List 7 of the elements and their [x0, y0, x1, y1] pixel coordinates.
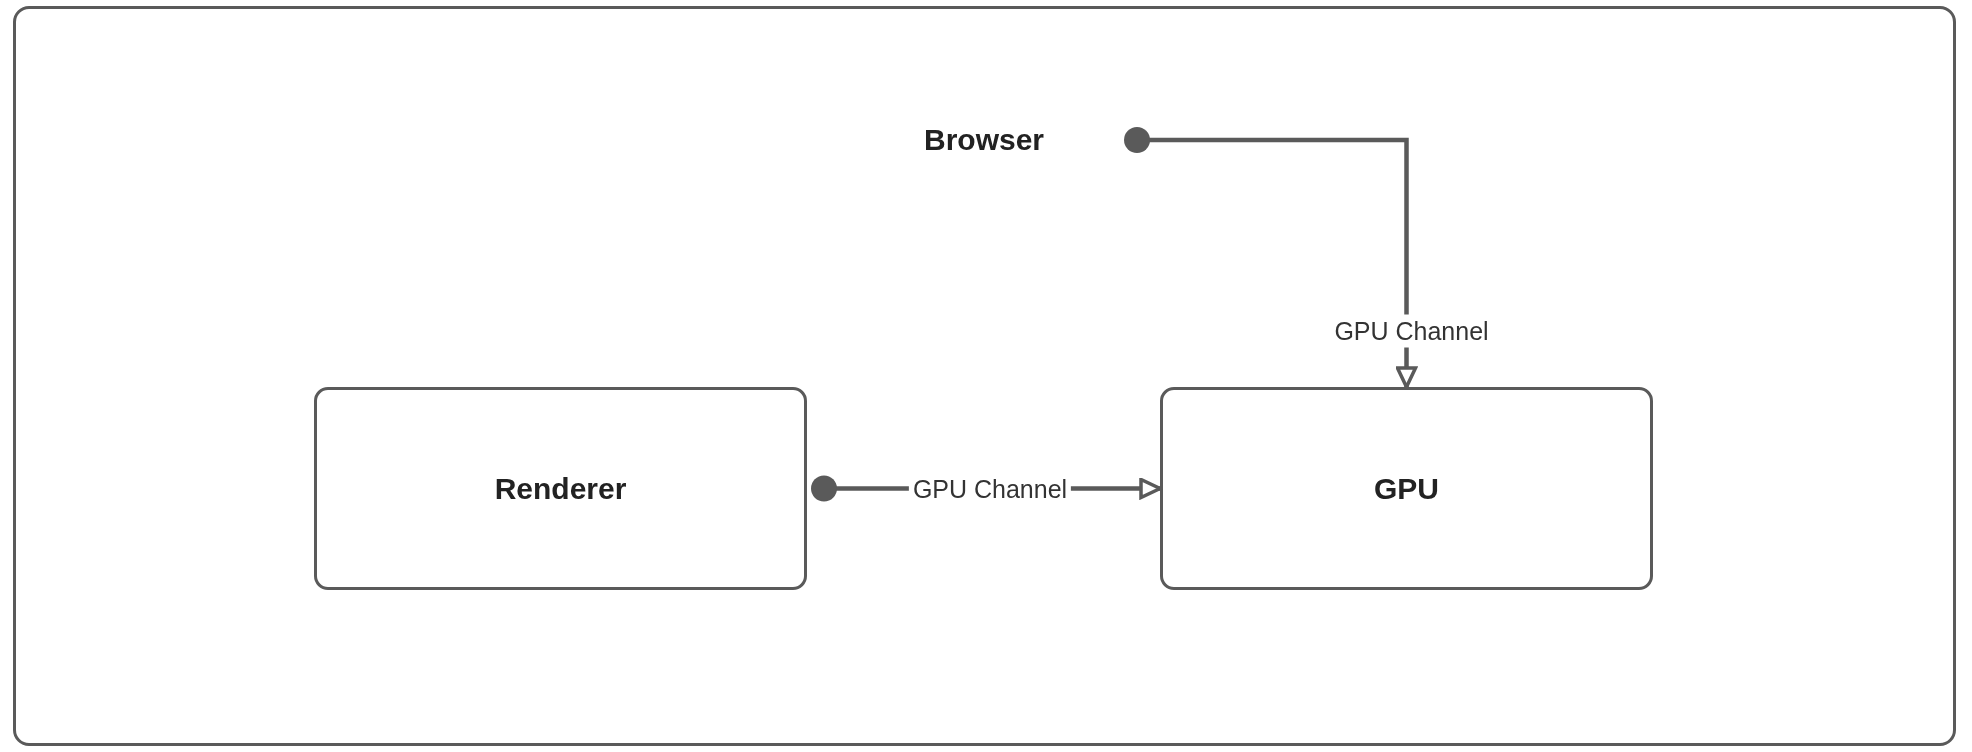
node-label: Renderer — [494, 471, 627, 506]
container-box — [13, 6, 1956, 746]
group-title: Browser — [924, 123, 1044, 157]
process-box — [1160, 387, 1653, 590]
process-box — [314, 387, 807, 590]
arrow — [1124, 127, 1418, 389]
node-label: GPU — [1374, 471, 1439, 506]
